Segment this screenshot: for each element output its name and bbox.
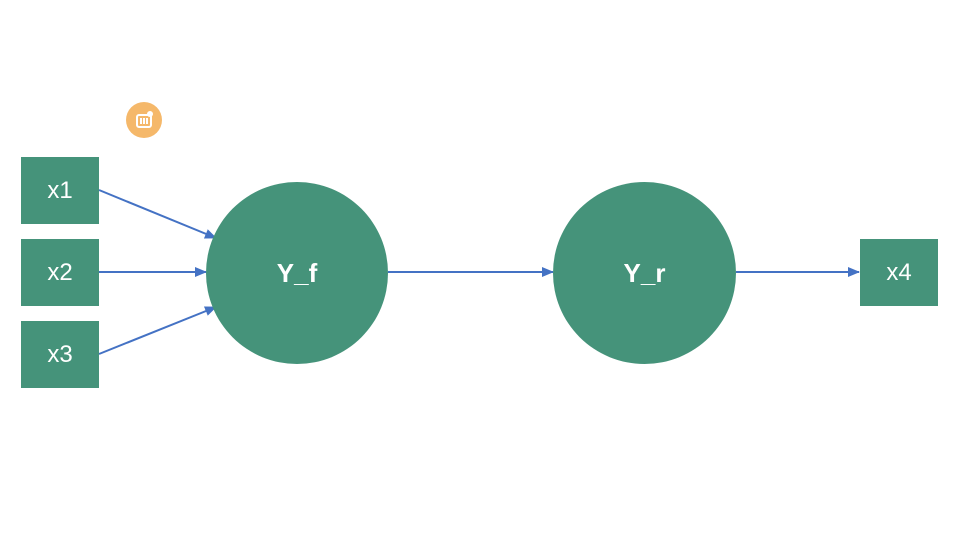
node-y-r: Y_r bbox=[553, 182, 736, 364]
edge-x3-to-y-f bbox=[98, 306, 217, 355]
node-y-f-label: Y_f bbox=[276, 257, 318, 288]
node-x3: x3 bbox=[21, 321, 99, 388]
node-x2: x2 bbox=[21, 239, 99, 306]
node-x4-label: x4 bbox=[886, 258, 912, 286]
watermark-badge-icon bbox=[126, 102, 162, 138]
node-x1: x1 bbox=[21, 157, 99, 224]
node-x2-label: x2 bbox=[47, 258, 73, 286]
node-x4: x4 bbox=[860, 239, 938, 306]
node-x3-label: x3 bbox=[47, 340, 73, 368]
edge-x1-to-y-f bbox=[98, 189, 217, 239]
node-y-r-label: Y_r bbox=[623, 257, 666, 288]
node-x1-label: x1 bbox=[47, 176, 73, 204]
node-y-f: Y_f bbox=[206, 182, 388, 364]
